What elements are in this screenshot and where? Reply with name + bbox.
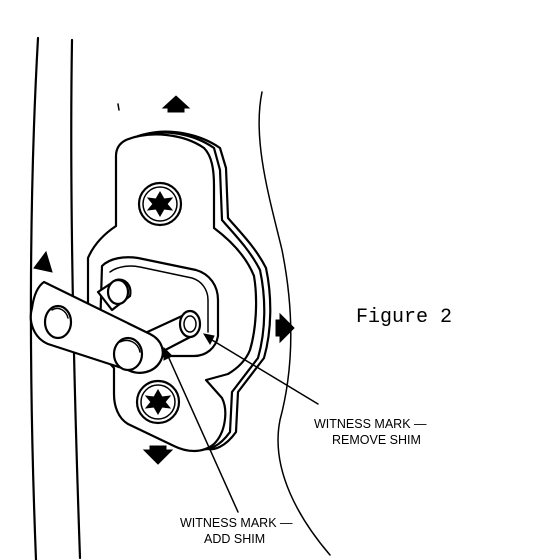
callout-remove-shim: WITNESS MARK — REMOVE SHIM — [314, 417, 427, 447]
striker-pin-upper — [96, 278, 132, 312]
svg-text:WITNESS MARK —: WITNESS MARK — — [314, 417, 427, 431]
leader-line-remove-shim — [202, 333, 319, 405]
callout-add-shim: WITNESS MARK — ADD SHIM — [180, 516, 293, 546]
svg-text:ADD SHIM: ADD SHIM — [204, 532, 265, 546]
down-arrow-icon — [142, 445, 174, 465]
svg-text:REMOVE SHIM: REMOVE SHIM — [332, 433, 421, 447]
figure-label: Figure 2 — [356, 306, 452, 329]
lower-torx-screw — [135, 379, 181, 425]
upper-torx-screw — [137, 181, 183, 227]
leader-line-add-shim — [163, 346, 239, 513]
svg-text:WITNESS MARK —: WITNESS MARK — — [180, 516, 293, 530]
up-arrow-icon — [161, 95, 191, 113]
right-arrow-icon — [275, 312, 295, 344]
left-arrow-icon — [33, 250, 53, 273]
striker-link-bar — [29, 280, 164, 374]
